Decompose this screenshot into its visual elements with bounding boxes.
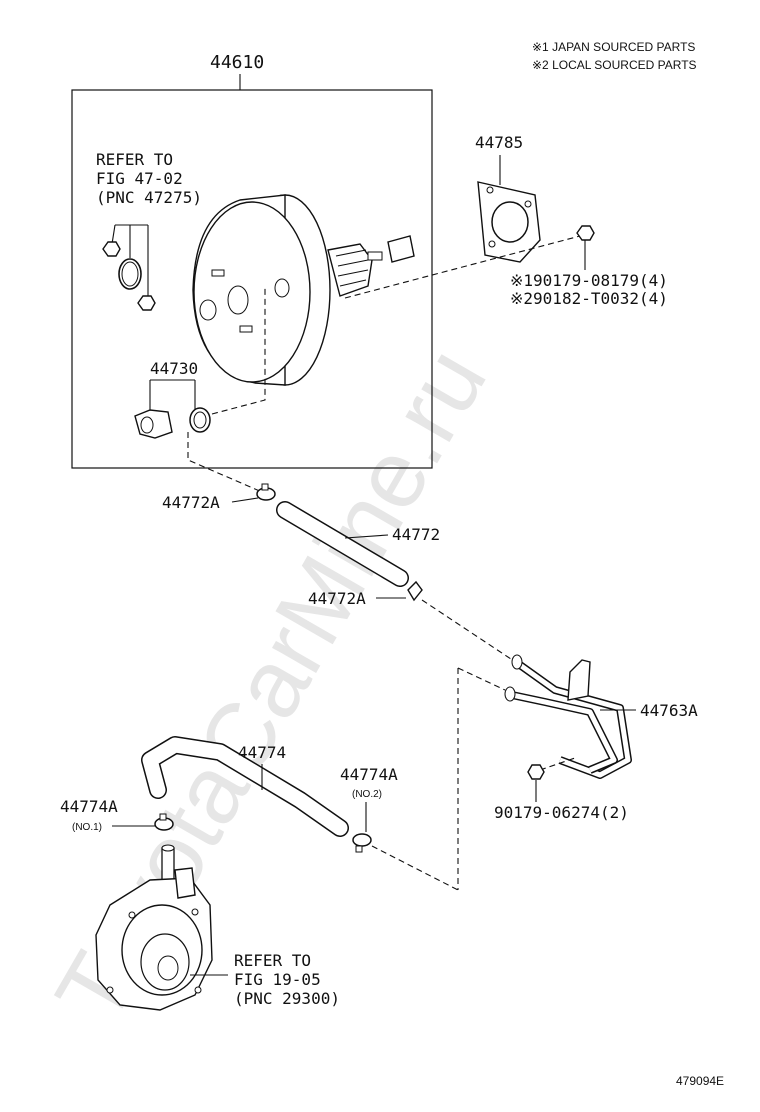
refer1-line3: (PNC 47275) — [96, 188, 202, 207]
leader-44772 — [344, 534, 389, 539]
label-nut-local[interactable]: ※290182-T0032(4) — [510, 289, 668, 308]
label-no1-sub: (NO.1) — [72, 822, 102, 833]
label-no2-sub: (NO.2) — [352, 789, 382, 800]
label-44774a-no2[interactable]: 44774A — [340, 765, 398, 784]
hose-clamp-icon-2 — [407, 580, 423, 602]
nut-icon — [576, 225, 595, 241]
label-44730[interactable]: 44730 — [150, 359, 198, 378]
refer2-line2[interactable]: FIG 19-05 — [234, 970, 321, 989]
vacuum-pipe-icon — [504, 654, 632, 779]
note-japan-sourced: ※1 JAPAN SOURCED PARTS — [532, 40, 695, 54]
label-44610[interactable]: 44610 — [210, 52, 264, 73]
label-44772[interactable]: 44772 — [392, 525, 440, 544]
refer1-line1: REFER TO — [96, 150, 173, 169]
valve-dash-line — [211, 285, 266, 415]
gasket-plate-icon — [477, 181, 541, 263]
hose-clamp-icon — [256, 483, 276, 501]
clamp-no2-icon — [352, 833, 372, 853]
label-44772a-bottom[interactable]: 44772A — [308, 589, 366, 608]
check-valve-icon — [134, 379, 211, 439]
clamp-no2-dash — [371, 845, 459, 891]
refer1-line2[interactable]: FIG 47-02 — [96, 169, 183, 188]
label-nut-japan[interactable]: ※190179-08179(4) — [510, 271, 668, 290]
clamp-no1-icon — [154, 813, 174, 831]
label-44774a-no1[interactable]: 44774A — [60, 797, 118, 816]
refer2-line3: (PNC 29300) — [234, 989, 340, 1008]
leader-clamp-top — [231, 497, 259, 503]
valve-to-clamp-dash — [187, 432, 263, 493]
label-44774[interactable]: 44774 — [238, 743, 286, 762]
lower-hose-icon — [141, 736, 349, 837]
vacuum-hose-icon — [276, 501, 409, 587]
pipe-nut-icon — [527, 764, 545, 780]
note-local-sourced: ※2 LOCAL SOURCED PARTS — [532, 58, 697, 72]
assembly-box — [71, 89, 433, 469]
seal-kit-icon — [102, 224, 156, 311]
diagram-id: 479094E — [676, 1074, 724, 1088]
label-44772a-top[interactable]: 44772A — [162, 493, 220, 512]
label-44785[interactable]: 44785 — [475, 133, 523, 152]
vacuum-pump-icon — [95, 844, 213, 1011]
hose-to-pipe-dash — [421, 599, 521, 666]
brake-booster-icon — [192, 194, 415, 386]
pipe-link-dash — [457, 667, 506, 691]
refer2-line1: REFER TO — [234, 951, 311, 970]
label-44763a[interactable]: 44763A — [640, 701, 698, 720]
booster-nut-dash — [344, 235, 581, 299]
label-90179-06274[interactable]: 90179-06274(2) — [494, 803, 629, 822]
pipe-nut-dash — [539, 757, 576, 771]
